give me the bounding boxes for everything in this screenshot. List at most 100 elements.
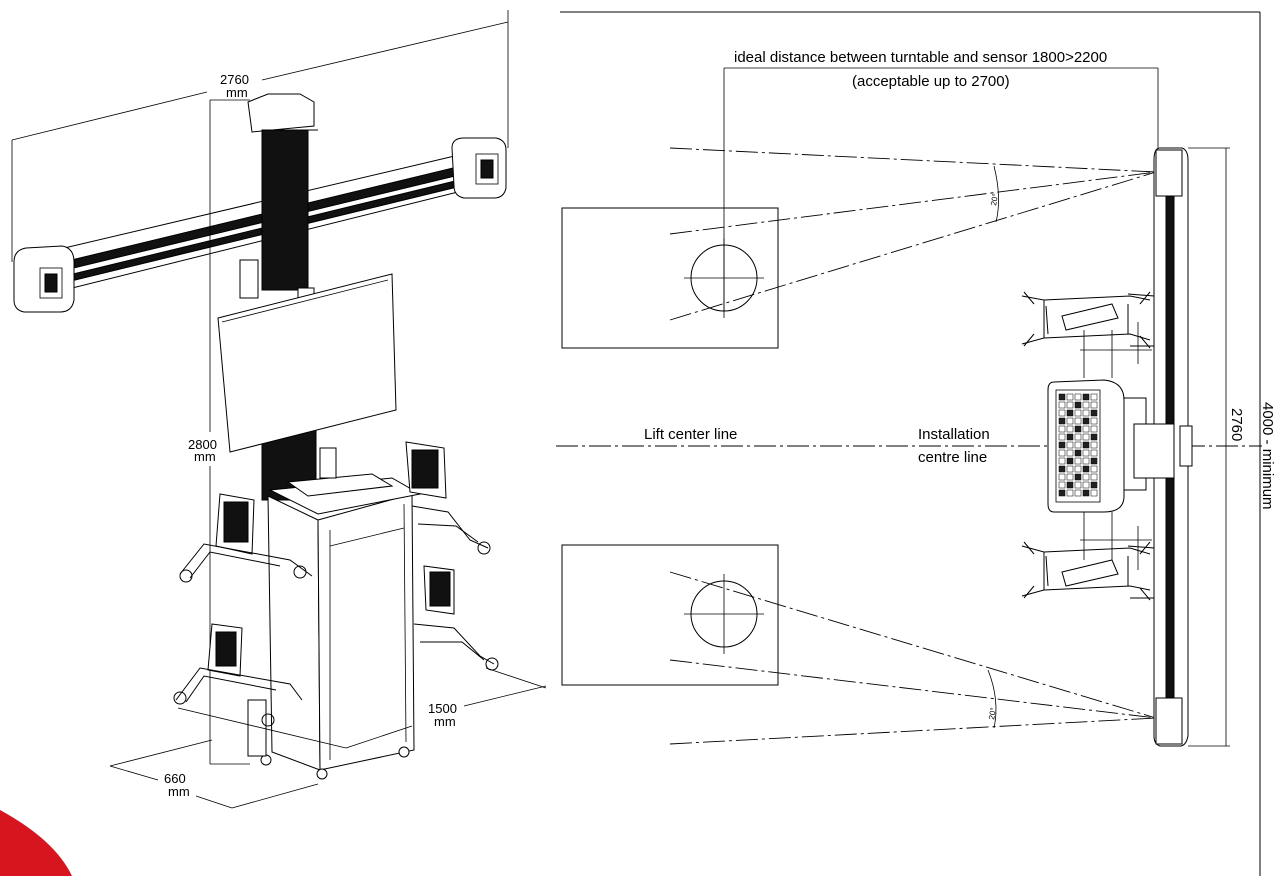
keyboard-key — [1074, 425, 1082, 433]
keyboard-key — [1058, 489, 1066, 497]
height-value: 2800 — [188, 437, 217, 452]
console-plan — [1047, 322, 1175, 570]
lower-angle-label: 20° — [987, 707, 998, 720]
upper-sight-lines: 20° — [669, 147, 1157, 321]
brand-swoosh — [0, 810, 72, 876]
keyboard-key — [1074, 489, 1082, 497]
depth-unit: mm — [434, 714, 456, 729]
keyboard-key — [1090, 449, 1098, 457]
keyboard-key — [1074, 465, 1082, 473]
keyboard-key — [1090, 425, 1098, 433]
left-camera-housing — [13, 245, 75, 313]
keyboard-key — [1090, 433, 1098, 441]
keyboard-key — [1074, 481, 1082, 489]
base-width-value: 660 — [164, 771, 186, 786]
keyboard-key — [1074, 449, 1082, 457]
keyboard-key — [1090, 465, 1098, 473]
top-width-unit: mm — [226, 85, 248, 100]
keyboard-key — [1090, 481, 1098, 489]
keyboard-key — [1058, 441, 1066, 449]
monitor — [217, 273, 397, 453]
keyboard-key — [1058, 409, 1066, 417]
lower-turntable — [561, 544, 779, 686]
keyboard-key — [1074, 417, 1082, 425]
keyboard-key — [1058, 393, 1066, 401]
keyboard-key — [1066, 449, 1074, 457]
height-dimension: 2800 mm — [188, 99, 250, 765]
keyboard-key — [1082, 425, 1090, 433]
keyboard-key — [1058, 401, 1066, 409]
keyboard-key — [1090, 401, 1098, 409]
upper-clamps-plan — [1021, 291, 1155, 349]
depth-dimension: 1500 mm — [177, 667, 547, 749]
keyboard-key — [1082, 393, 1090, 401]
left-wheel-clamps — [173, 493, 313, 727]
right-camera-housing — [451, 137, 507, 199]
keyboard-key — [1074, 393, 1082, 401]
keyboard-key — [1082, 481, 1090, 489]
ideal-distance-dimension: ideal distance between turntable and sen… — [723, 49, 1159, 312]
ideal-distance-text: ideal distance between turntable and sen… — [734, 49, 1107, 66]
height-unit: mm — [194, 449, 216, 464]
upper-turntable — [561, 207, 779, 349]
keyboard-key — [1082, 473, 1090, 481]
keyboard-key — [1058, 433, 1066, 441]
keyboard-key — [1058, 449, 1066, 457]
keyboard-key — [1066, 473, 1074, 481]
keyboard-key — [1066, 441, 1074, 449]
keyboard-key — [1090, 457, 1098, 465]
base-width-unit: mm — [168, 784, 190, 799]
keyboard-key — [1090, 441, 1098, 449]
keyboard-key — [1074, 433, 1082, 441]
top-width-dimension: 2760 mm — [11, 10, 509, 262]
cabinet — [247, 447, 422, 780]
keyboard-key — [1066, 489, 1074, 497]
acceptable-distance-text: (acceptable up to 2700) — [852, 73, 1010, 90]
keyboard-key — [1082, 449, 1090, 457]
keyboard-key — [1058, 473, 1066, 481]
keyboard-key — [1066, 433, 1074, 441]
keyboard-key — [1066, 465, 1074, 473]
upper-angle-label: 20° — [989, 193, 1000, 206]
keyboard-key — [1066, 401, 1074, 409]
lift-center-line-label: Lift center line — [644, 426, 737, 443]
lower-clamps-plan — [1021, 541, 1155, 601]
keyboard-key — [1082, 401, 1090, 409]
beam-dimension: 2760 — [1188, 147, 1245, 747]
keyboard-key — [1066, 409, 1074, 417]
keyboard-key — [1074, 401, 1082, 409]
keyboard-key — [1082, 433, 1090, 441]
keyboard-key — [1082, 457, 1090, 465]
right-wheel-clamps — [405, 441, 499, 671]
keyboard-key — [1082, 489, 1090, 497]
keyboard-key — [1090, 393, 1098, 401]
keyboard-key — [1074, 441, 1082, 449]
keyboard-key — [1082, 465, 1090, 473]
plan-view: ideal distance between turntable and sen… — [556, 11, 1274, 876]
keyboard-key — [1058, 425, 1066, 433]
keyboard-key — [1058, 481, 1066, 489]
perspective-view: 2760 mm — [0, 10, 547, 876]
keyboard-key — [1090, 409, 1098, 417]
keyboard-key — [1066, 417, 1074, 425]
keyboard-key — [1066, 425, 1074, 433]
keyboard-key — [1090, 489, 1098, 497]
keyboard-key — [1074, 473, 1082, 481]
outer-dimension-label: 4000 - minimum — [1259, 402, 1274, 510]
depth-value: 1500 — [428, 701, 457, 716]
keyboard-key — [1058, 417, 1066, 425]
keyboard-key — [1074, 457, 1082, 465]
keyboard-key — [1082, 409, 1090, 417]
base-width-dimension: 660 mm — [109, 739, 319, 809]
keyboard-key — [1058, 465, 1066, 473]
centre-line-label: centre line — [918, 449, 987, 466]
keyboard-key — [1066, 457, 1074, 465]
keyboard-key — [1090, 473, 1098, 481]
beam-dimension-label: 2760 — [1228, 408, 1245, 441]
keyboard-key — [1082, 441, 1090, 449]
keyboard-key — [1090, 417, 1098, 425]
lower-sight-lines: 20° — [669, 571, 1157, 745]
column — [239, 93, 318, 501]
crossbar — [13, 137, 507, 313]
